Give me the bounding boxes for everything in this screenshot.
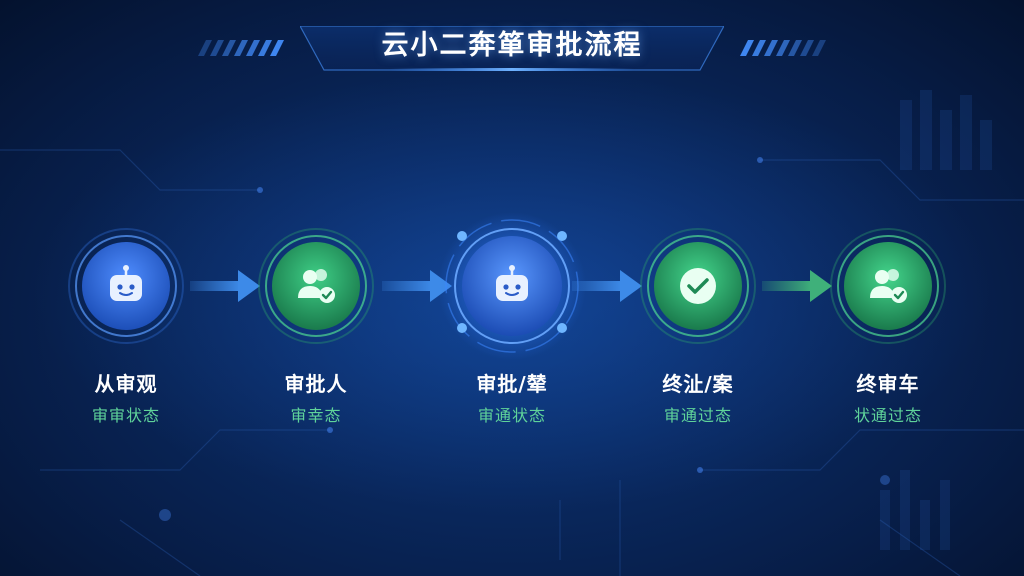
step-4-status: 审通过态 <box>663 406 732 425</box>
check-circle-icon <box>680 268 716 304</box>
step-5-node[interactable] <box>828 226 948 346</box>
step-3-status: 审通状态 <box>477 406 546 425</box>
arrow-right-icon <box>572 270 642 302</box>
step-5-label: 终审车 <box>856 372 920 396</box>
arrow-right-icon <box>190 270 260 302</box>
step-2-status: 审幸态 <box>290 406 342 425</box>
step-1-status: 审审状态 <box>91 406 160 425</box>
robot-icon <box>110 265 142 301</box>
decorative-stripes-right <box>740 40 826 56</box>
step-2-label: 审批人 <box>284 372 348 396</box>
page-title: 云小二奔箪审批流程 <box>381 30 643 61</box>
robot-icon <box>496 265 528 301</box>
step-2-node[interactable] <box>256 226 376 346</box>
step-1-label: 从审观 <box>94 372 158 396</box>
step-3-label: 审批/辇 <box>476 372 548 396</box>
decorative-stripes-left <box>198 40 284 56</box>
user-check-icon <box>870 269 907 303</box>
step-3-node[interactable] <box>438 212 586 360</box>
arrow-right-icon <box>762 270 832 302</box>
user-check-icon <box>298 269 335 303</box>
step-4-label: 终沚/案 <box>662 372 734 396</box>
title-banner: 云小二奔箪审批流程 <box>300 26 724 72</box>
step-1-node[interactable] <box>66 226 186 346</box>
step-4-node[interactable] <box>638 226 758 346</box>
step-5-status: 状通过态 <box>853 406 922 425</box>
